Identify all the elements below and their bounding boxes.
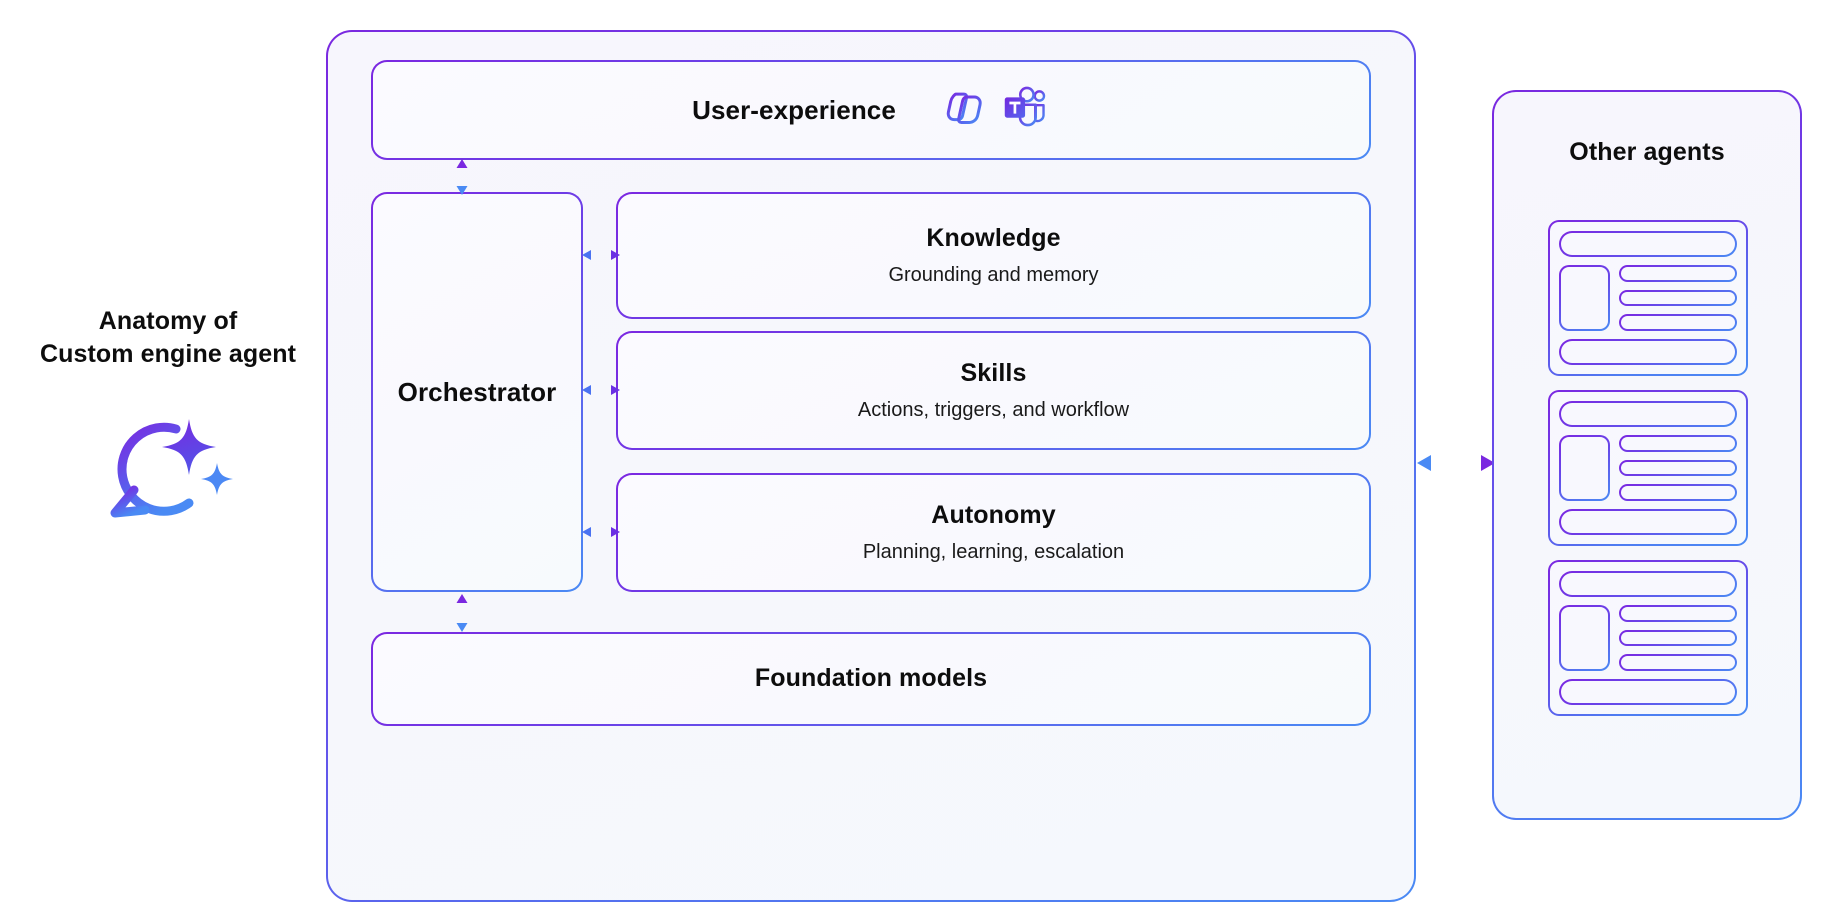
skills-subtitle: Actions, triggers, and workflow (857, 399, 1130, 422)
agent-card-1[interactable] (1548, 220, 1748, 376)
copilot-sparkle-chat-icon (18, 411, 318, 531)
foundation-models-label: Foundation models (754, 664, 988, 693)
agent-card-line (1619, 265, 1737, 282)
autonomy-subtitle: Planning, learning, escalation (862, 541, 1125, 564)
agent-card-line (1619, 629, 1737, 647)
agent-card-line (1619, 605, 1737, 622)
microsoft-teams-icon (1002, 85, 1050, 136)
agent-card-body (1559, 265, 1737, 332)
caption-title-line-1: Anatomy of (98, 307, 238, 335)
diagram-caption: Anatomy of Custom engine agent (18, 305, 318, 531)
orchestrator-to-knowledge-arrow (582, 250, 620, 260)
agent-card-line (1619, 654, 1737, 672)
agent-card-header-bar (1559, 401, 1737, 427)
orchestrator-to-autonomy-arrow (582, 527, 620, 537)
agent-to-other-agents-arrow (1417, 455, 1495, 471)
agent-card-body (1559, 605, 1737, 672)
agent-card-avatar-block (1559, 435, 1610, 501)
ux-to-orchestrator-arrow (456, 159, 468, 195)
user-experience-label: User-experience (692, 94, 896, 125)
agent-card-footer-bar (1559, 339, 1737, 365)
agent-card-avatar-block (1559, 605, 1610, 671)
orchestrator-card[interactable]: Orchestrator (371, 192, 583, 592)
agent-card-line (1619, 314, 1737, 332)
agent-card-2[interactable] (1548, 390, 1748, 546)
microsoft-365-copilot-icon (942, 85, 988, 136)
skills-card[interactable]: Skills Actions, triggers, and workflow (616, 331, 1371, 450)
agent-card-header-bar (1559, 231, 1737, 257)
agent-card-avatar-block (1559, 265, 1610, 331)
other-agents-container: Other agents (1492, 90, 1802, 820)
autonomy-title: Autonomy (931, 500, 1056, 529)
agent-card-footer-bar (1559, 679, 1737, 705)
agent-card-line (1619, 459, 1737, 477)
agent-card-line (1619, 484, 1737, 502)
orchestrator-to-skills-arrow (582, 385, 620, 395)
orchestrator-to-foundation-arrow (456, 594, 468, 632)
agent-card-3[interactable] (1548, 560, 1748, 716)
foundation-models-card[interactable]: Foundation models (371, 632, 1371, 726)
other-agents-title: Other agents (1569, 138, 1725, 166)
agent-card-line (1619, 435, 1737, 452)
knowledge-card[interactable]: Knowledge Grounding and memory (616, 192, 1371, 319)
agent-card-line (1619, 289, 1737, 307)
custom-engine-agent-container: User-experience (326, 30, 1416, 902)
caption-title-line-2: Custom engine agent (39, 340, 297, 368)
agent-card-header-bar (1559, 571, 1737, 597)
agent-card-body (1559, 435, 1737, 502)
skills-title: Skills (960, 358, 1027, 387)
knowledge-title: Knowledge (926, 223, 1061, 252)
autonomy-card[interactable]: Autonomy Planning, learning, escalation (616, 473, 1371, 592)
agent-card-footer-bar (1559, 509, 1737, 535)
knowledge-subtitle: Grounding and memory (888, 264, 1099, 287)
user-experience-card[interactable]: User-experience (371, 60, 1371, 160)
orchestrator-label: Orchestrator (397, 376, 557, 407)
